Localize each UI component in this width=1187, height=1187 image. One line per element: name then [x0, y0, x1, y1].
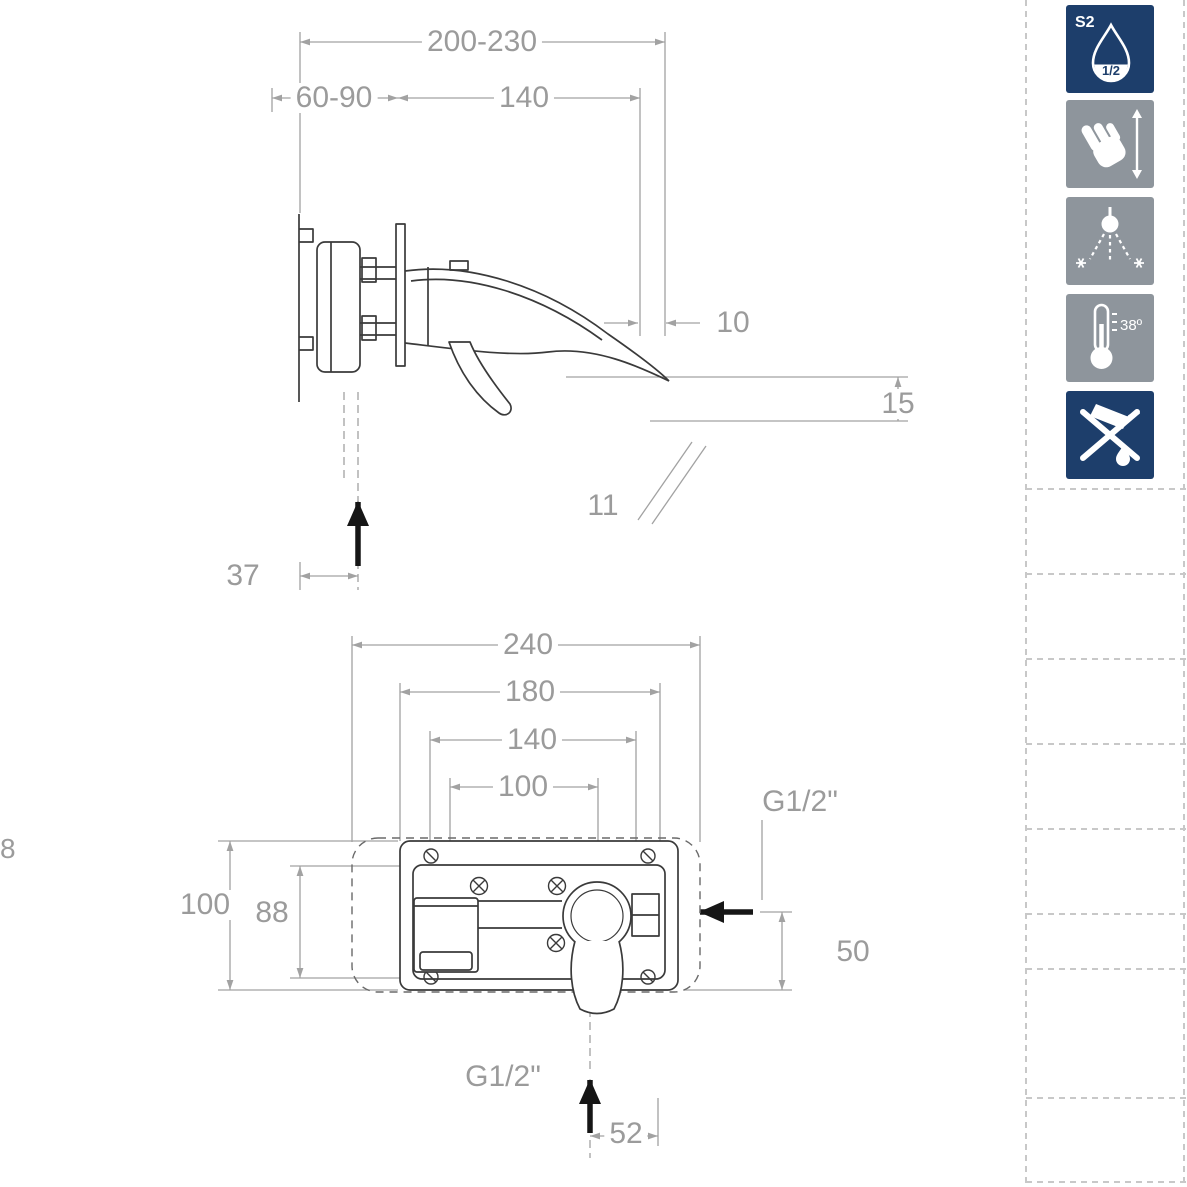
dim-spout-length-label: 140: [493, 83, 555, 113]
no-wall-cutting-icon: [1066, 391, 1154, 479]
thread-outlet-label: G1/2": [762, 785, 838, 818]
dim-inlet-offset-label: 37: [226, 559, 260, 592]
faucet-side-view: [298, 214, 670, 416]
dimension-lines: [218, 32, 908, 1158]
half-inch-label: 1/2: [1102, 63, 1120, 78]
dim-wall-depth-label: 60-90: [290, 83, 378, 113]
dim-screw-spacing-label: 140: [501, 725, 563, 755]
cross-out-icon: [1080, 409, 1140, 461]
anti-limescale-spray-icon: [1066, 197, 1154, 285]
clipped-edge-label: 8: [0, 833, 16, 864]
thread-inlet-label: G1/2": [465, 1060, 541, 1093]
dim-stream-angle-label: 11: [587, 489, 619, 522]
dim-outlet-offset-label: 50: [836, 935, 870, 968]
dim-total-reach-label: 200-230: [421, 27, 543, 57]
trowel-icon: [1090, 404, 1129, 429]
snowflake-icons: [1076, 258, 1144, 268]
dim-overall-height-label: 100: [174, 890, 236, 920]
dim-inlet-offset-bottom-label: 52: [604, 1119, 648, 1149]
dim-spout-tip-label: 10: [716, 306, 750, 339]
spray-head-icon: [1101, 215, 1119, 233]
single-lever-hand-icon: [1066, 100, 1154, 188]
dim-inner-height-label: 88: [250, 898, 294, 928]
up-down-arrow-icon: [1132, 109, 1142, 179]
temperature-label: 38º: [1120, 317, 1143, 334]
spray-jets-icon: [1089, 233, 1131, 263]
drop-icon: [1116, 446, 1130, 466]
cartridge-s2-icon: S2 1/2: [1066, 5, 1154, 93]
dim-overall-width-label: 240: [497, 630, 559, 660]
dim-drop-label: 15: [876, 389, 920, 419]
dim-body-width-label: 180: [499, 677, 561, 707]
dashed-grid: [1025, 0, 1187, 1187]
faucet-plan-view: [351, 837, 701, 1015]
s2-label: S2: [1075, 14, 1095, 31]
hand-icon: [1081, 123, 1126, 168]
dim-port-spacing-label: 100: [492, 772, 554, 802]
temperature-limit-icon: 38º: [1066, 294, 1154, 382]
flow-arrows: [347, 501, 753, 1133]
